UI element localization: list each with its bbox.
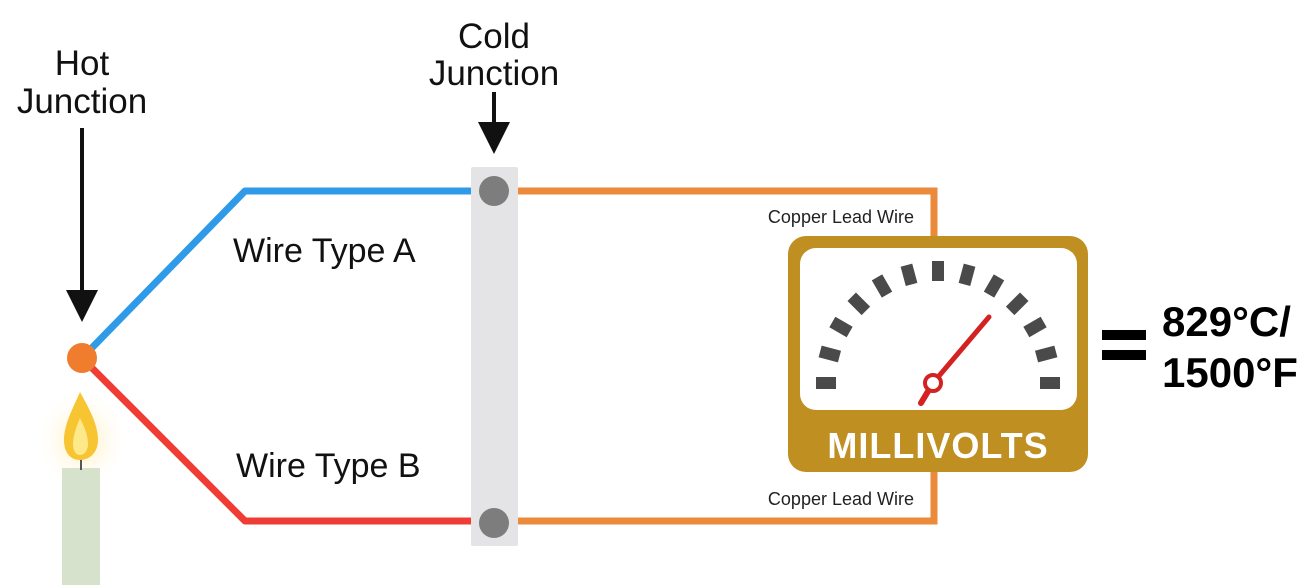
gauge-tick	[1005, 292, 1029, 316]
hot-junction-label-line1: Hot	[55, 44, 110, 83]
gauge-tick	[818, 345, 842, 363]
gauge-tick	[900, 263, 918, 287]
gauge-tick	[816, 377, 836, 389]
gauge-tick	[983, 274, 1005, 298]
gauge-needle	[918, 314, 992, 406]
result-fahrenheit: 1500°F	[1162, 349, 1298, 396]
hot-junction-dot	[67, 343, 97, 373]
cold-junction-label: Cold Junction	[429, 17, 559, 93]
cold-junction-terminal-block	[471, 167, 518, 546]
gauge-icon	[816, 261, 1060, 389]
cold-junction-label-line1: Cold	[458, 17, 530, 56]
millivolt-meter: MILLIVOLTS	[788, 236, 1088, 472]
gauge-tick	[1040, 377, 1060, 389]
hot-junction-label-line2: Junction	[17, 82, 147, 121]
wire-type-b	[79, 355, 474, 525]
hot-junction-arrow	[66, 128, 98, 322]
result-celsius: 829°C/	[1162, 298, 1291, 345]
copper-lead-wire-top	[514, 187, 938, 240]
candle-icon	[36, 388, 128, 585]
equals-sign	[1102, 330, 1146, 360]
gauge-tick	[829, 316, 853, 338]
copper-lead-wire-bottom	[514, 470, 938, 525]
copper-lead-wire-top-label: Copper Lead Wire	[768, 207, 914, 227]
meter-face	[800, 248, 1077, 410]
gauge-tick	[932, 261, 944, 281]
gauge-tick	[1034, 345, 1058, 363]
wire-type-a-label: Wire Type A	[233, 232, 416, 270]
gauge-tick	[847, 292, 871, 316]
wire-type-b-label: Wire Type B	[236, 447, 421, 485]
cold-junction-arrow	[478, 92, 510, 154]
hot-junction-label: Hot Junction	[17, 44, 147, 121]
terminal-bottom	[479, 508, 509, 538]
wire-type-a	[79, 187, 474, 361]
cold-junction-label-line2: Junction	[429, 54, 559, 93]
meter-label: MILLIVOLTS	[827, 425, 1048, 466]
copper-lead-wire-bottom-label: Copper Lead Wire	[768, 489, 914, 509]
terminal-top	[479, 176, 509, 206]
gauge-tick	[871, 274, 893, 298]
gauge-tick	[958, 263, 976, 287]
gauge-tick	[1023, 316, 1047, 338]
